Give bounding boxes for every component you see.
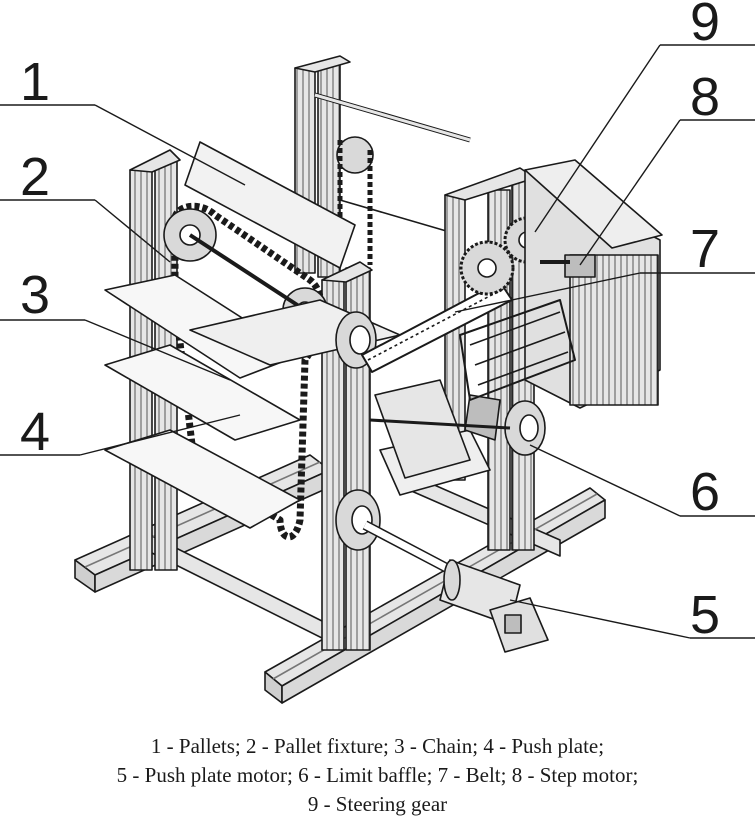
callout-4: 4 [20, 402, 50, 462]
callout-5: 5 [690, 585, 720, 645]
caption-line-2: 5 - Push plate motor; 6 - Limit baffle; … [116, 763, 639, 787]
callout-2: 2 [20, 147, 50, 207]
machine-drawing: 1 2 3 4 5 6 7 8 9 [0, 0, 755, 704]
callout-3: 3 [20, 265, 50, 325]
step-motor-box [459, 159, 663, 409]
caption-line-3: 9 - Steering gear [307, 792, 448, 816]
callout-9: 9 [690, 0, 720, 52]
limit-baffle [369, 400, 546, 456]
callout-6: 6 [690, 462, 720, 522]
leader-lines [0, 44, 755, 639]
figure-caption: 1 - Pallets; 2 - Pallet fixture; 3 - Cha… [0, 732, 755, 819]
caption-line-1: 1 - Pallets; 2 - Pallet fixture; 3 - Cha… [150, 734, 605, 758]
callout-labels: 1 2 3 4 5 6 7 8 9 [20, 0, 720, 645]
callout-1: 1 [20, 52, 50, 112]
callout-7: 7 [690, 219, 720, 279]
callout-8: 8 [690, 67, 720, 127]
rear-frame [294, 55, 471, 278]
push-plate-motor [362, 520, 549, 653]
push-plate [374, 379, 501, 479]
